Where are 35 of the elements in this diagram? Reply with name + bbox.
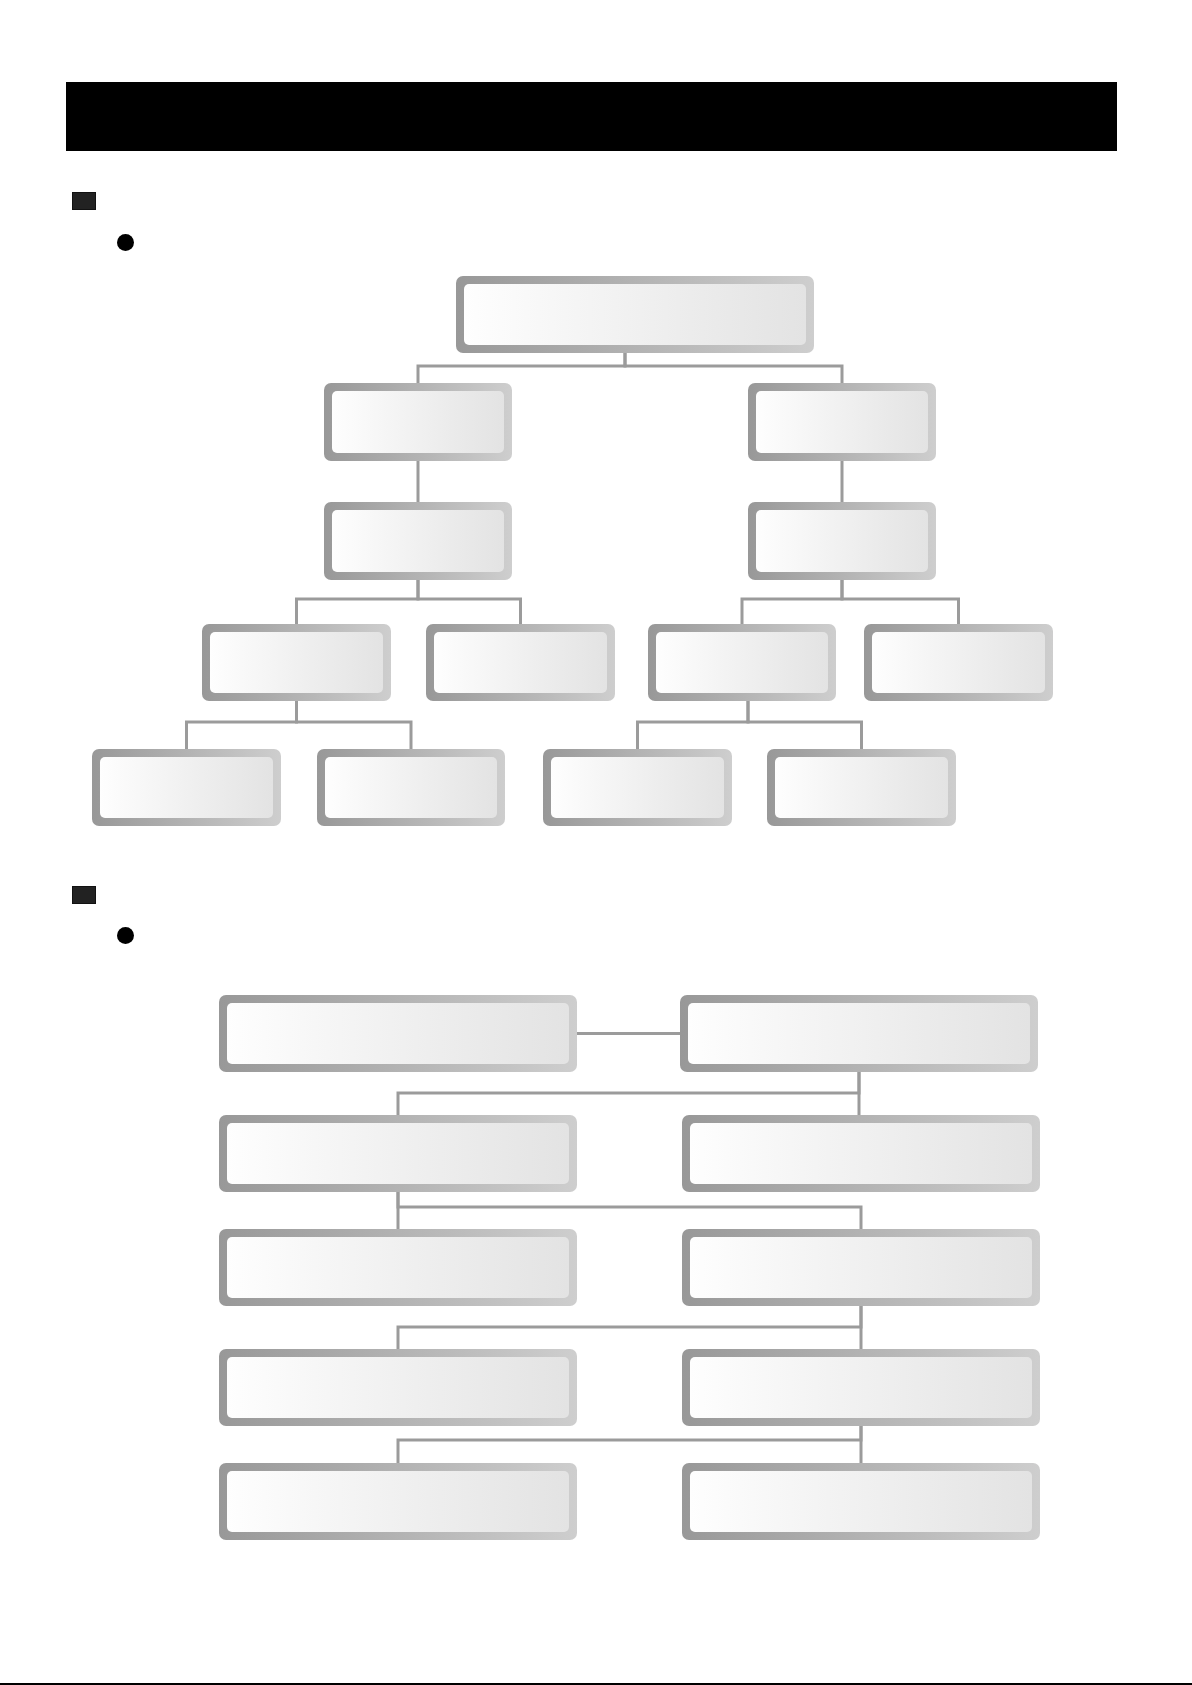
connector-line <box>577 1032 680 1035</box>
connector-line <box>396 1192 863 1229</box>
blank-box <box>682 1463 1040 1540</box>
connector-line <box>416 461 420 502</box>
blank-box <box>648 624 836 701</box>
connector-line <box>840 580 960 624</box>
blank-box <box>682 1349 1040 1426</box>
blank-box <box>324 383 512 461</box>
blank-box <box>682 1115 1040 1192</box>
connector-line <box>859 1306 863 1349</box>
blank-box <box>767 749 956 826</box>
connector-line <box>857 1072 861 1115</box>
connector-line <box>840 461 844 502</box>
blank-box <box>748 502 936 580</box>
blank-box <box>317 749 505 826</box>
blank-box <box>682 1229 1040 1306</box>
blank-box <box>219 1349 577 1426</box>
blank-box <box>219 995 577 1072</box>
blank-box <box>219 1463 577 1540</box>
connector-line <box>746 701 863 749</box>
connector-line <box>859 1426 863 1463</box>
blank-box <box>202 624 391 701</box>
blank-box <box>748 383 936 461</box>
blank-box <box>219 1115 577 1192</box>
blank-box <box>426 624 615 701</box>
blank-box <box>543 749 732 826</box>
connector-line <box>416 580 522 624</box>
blank-box <box>219 1229 577 1306</box>
blank-box <box>680 995 1038 1072</box>
blank-box <box>456 276 814 353</box>
connector-line <box>623 353 844 383</box>
blank-box <box>92 749 281 826</box>
blank-box <box>324 502 512 580</box>
connector-line <box>295 701 413 749</box>
blank-box <box>864 624 1053 701</box>
